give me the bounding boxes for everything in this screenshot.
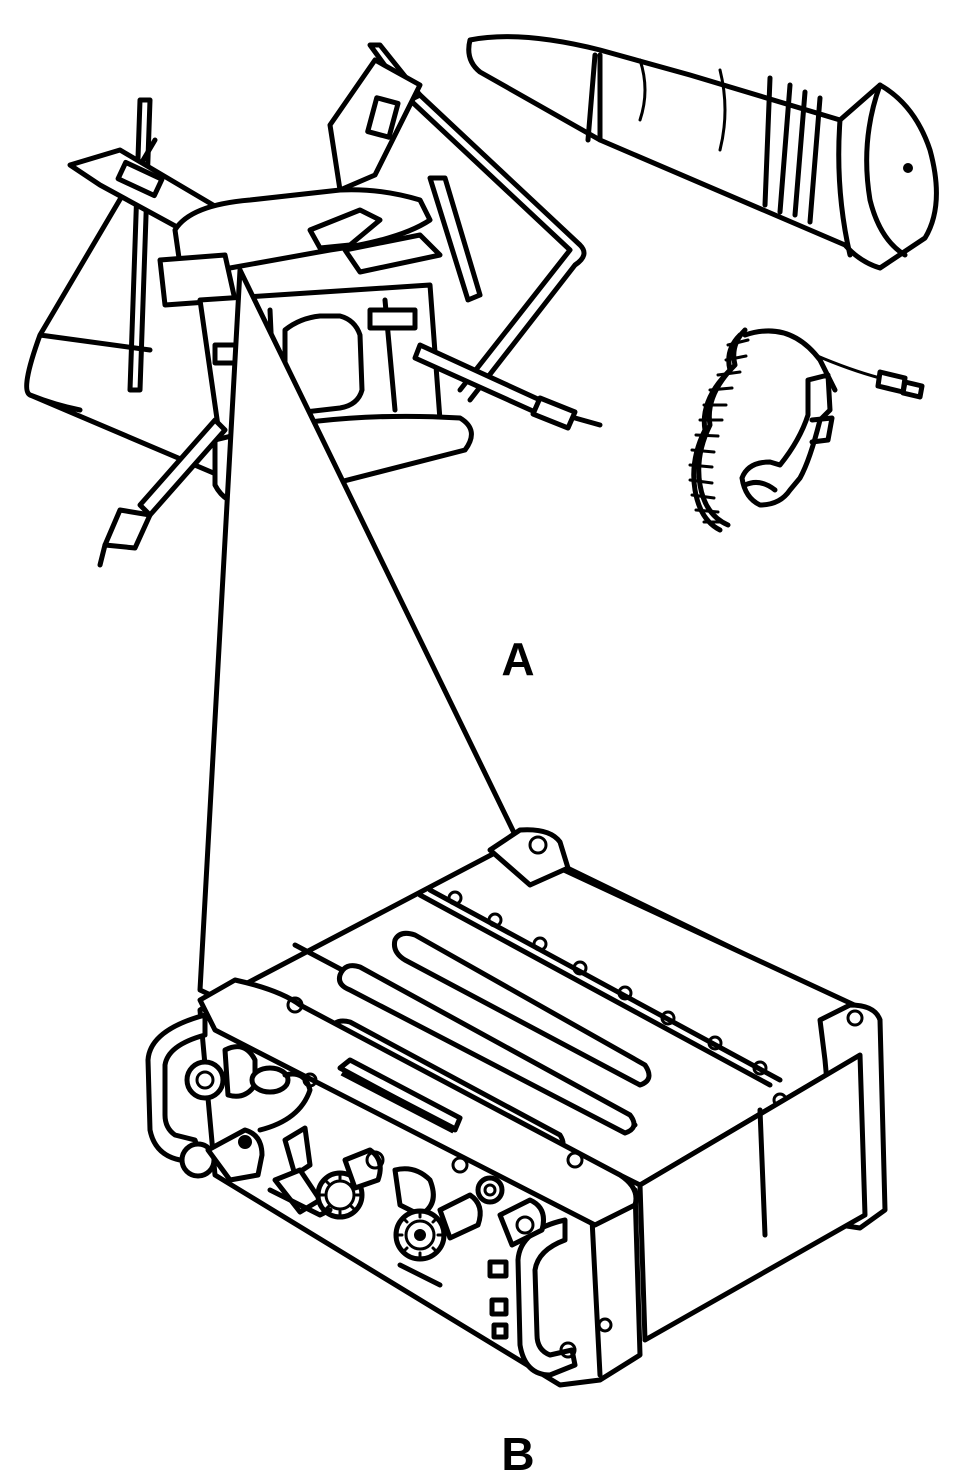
panel-b: B (145, 267, 888, 1480)
carrying-bag (466, 34, 939, 271)
radio-set (145, 267, 888, 1388)
panel-label-b: B (501, 1428, 534, 1480)
panel-label-a: A (501, 633, 534, 685)
handset (688, 327, 925, 533)
panel-a: A (24, 34, 939, 685)
